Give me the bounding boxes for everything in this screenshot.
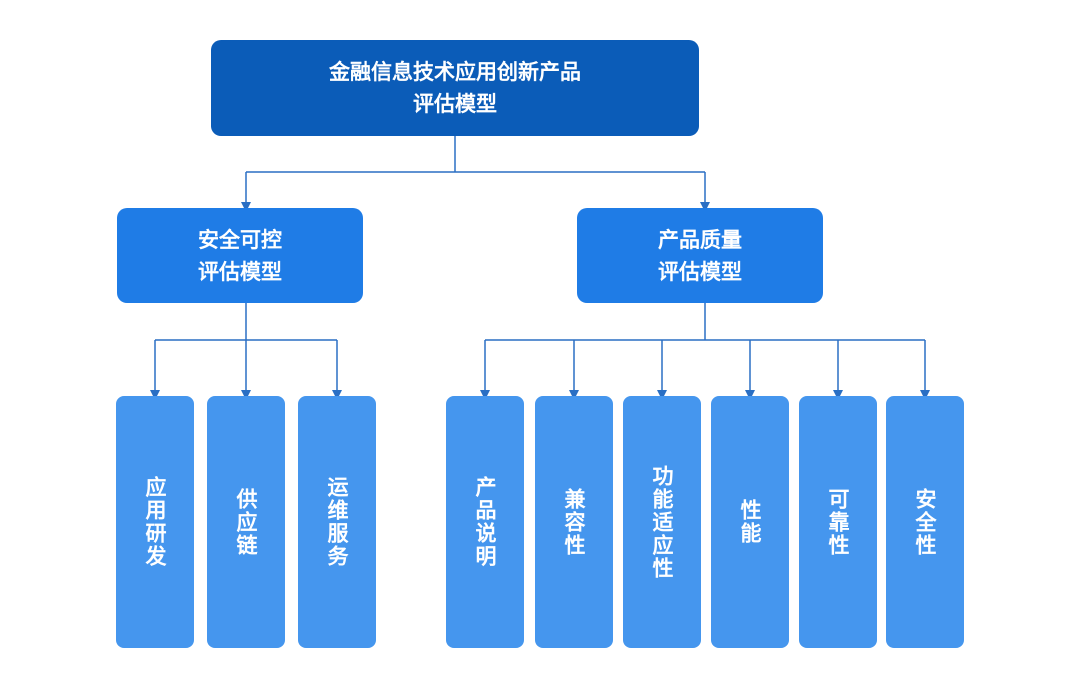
product-quality-node: 产品质量 评估模型 (577, 208, 823, 303)
root-title-line2: 评估模型 (413, 92, 497, 116)
security-control-node: 安全可控 评估模型 (117, 208, 363, 303)
leaf-performance: 性能 (711, 396, 789, 648)
leaf-operations-service: 运维服务 (298, 396, 376, 648)
leaf-reliability: 可靠性 (799, 396, 877, 648)
leaf-application-development: 应用研发 (116, 396, 194, 648)
root-title-line1: 金融信息技术应用创新产品 (329, 60, 581, 84)
leaf-product-description: 产品说明 (446, 396, 524, 648)
leaf-compatibility: 兼容性 (535, 396, 613, 648)
security-control-title-line2: 评估模型 (198, 259, 282, 284)
leaf-supply-chain: 供应链 (207, 396, 285, 648)
leaf-security: 安全性 (886, 396, 964, 648)
leaf-functional-suitability: 功能适应性 (623, 396, 701, 648)
product-quality-title-line1: 产品质量 (658, 227, 742, 252)
security-control-title-line1: 安全可控 (198, 227, 282, 252)
root-node: 金融信息技术应用创新产品 评估模型 (211, 40, 699, 136)
product-quality-title-line2: 评估模型 (658, 259, 742, 284)
